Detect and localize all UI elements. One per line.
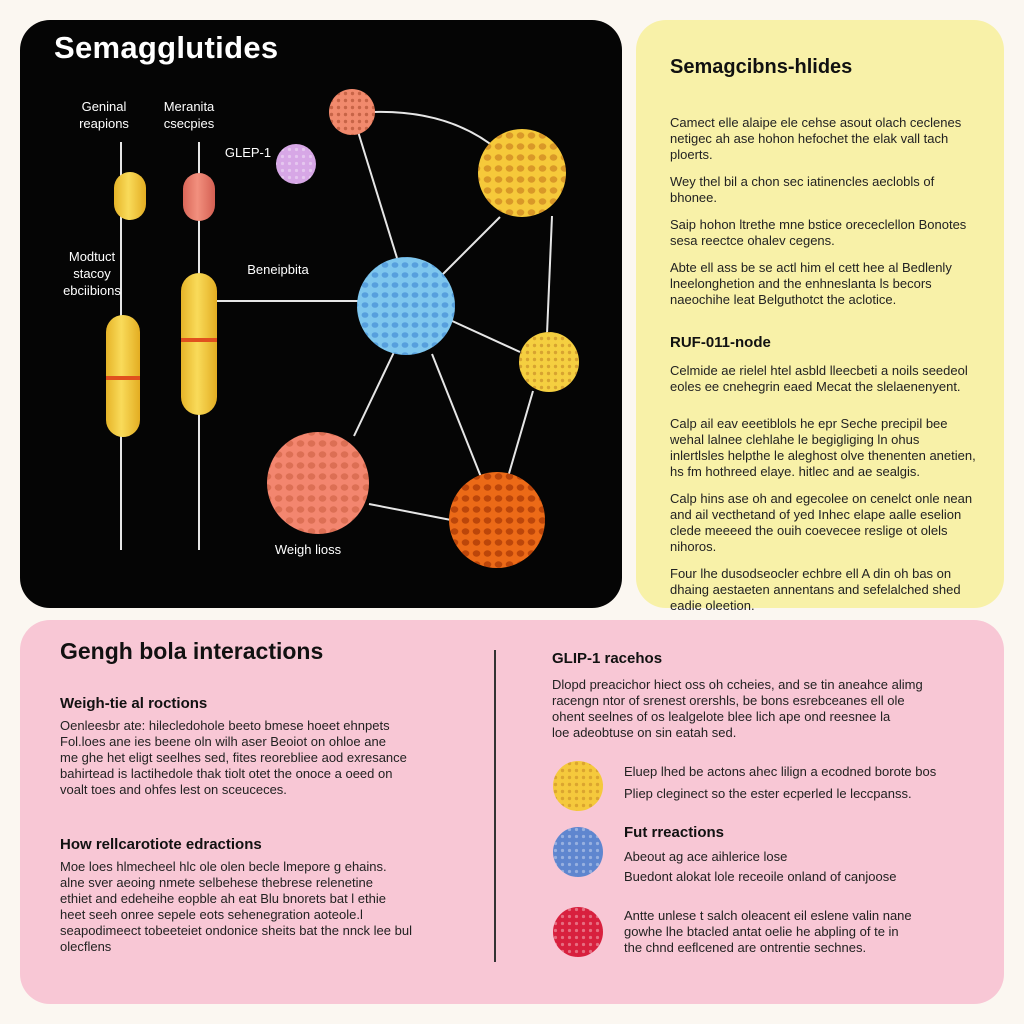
node-salmon-top xyxy=(329,89,375,135)
how-block-title: How rellcarotiote edractions xyxy=(60,836,262,853)
interactions-right-column: GLIP-1 racehos Dlopd preacichor hiect os… xyxy=(552,650,972,957)
weight-block-line: me ghe het eligt seelhes sed, fites reor… xyxy=(60,750,407,765)
effect-item-line: Antte unlese t salch oleacent eil eslene… xyxy=(624,908,912,923)
capsule-large-right xyxy=(181,273,217,415)
how-block-line: alne sver aeoing nmete selbehese thebres… xyxy=(60,875,373,890)
effect-item-line: gowhe lhe btacled antat oelie he abpling… xyxy=(624,924,899,939)
label-meranita-line2: csecpies xyxy=(163,116,215,131)
yellow-dot-icon xyxy=(553,761,603,811)
effect-item-line: Buedont alokat lole receoile onland of c… xyxy=(624,869,897,884)
info-paragraph: Calp hins ase oh and egecolee on cenelct… xyxy=(670,491,973,554)
how-block: How rellcarotiote edractions Moe loes hl… xyxy=(60,836,500,955)
glp1-line: ohent seelnes of os lealgelote blee lich… xyxy=(552,709,891,724)
label-beneipbita: Beneipbita xyxy=(247,262,309,277)
glp1-line: Dlopd preacichor hiect oss oh ccheies, a… xyxy=(552,677,923,692)
diagram-title: Semagglutides xyxy=(54,30,279,65)
info-paragraph: Calp ail eav eeetiblols he epr Seche pre… xyxy=(670,416,976,479)
interactions-title: Gengh bola interactions xyxy=(60,638,324,664)
info-paragraph: Wey thel bil a chon sec iatinencles aecl… xyxy=(670,174,935,205)
fut-reactions-title: Fut rreactions xyxy=(624,824,725,841)
how-block-line: heet seeh onree sepele eots sehenegratio… xyxy=(60,907,363,922)
label-weight-loss: Weigh lioss xyxy=(274,542,342,557)
info-panel: Semagcibns-hlides Camect elle alaipe ele… xyxy=(636,20,1004,613)
node-purple xyxy=(276,144,316,184)
effect-item-line: the chnd eeflcened are ontrentie sechnes… xyxy=(624,940,867,955)
info-subtitle: RUF-011-node xyxy=(670,334,771,351)
label-genial: Geninal reapions xyxy=(48,98,160,132)
label-genial-line1: Geninal xyxy=(81,99,127,114)
red-dot-icon xyxy=(553,907,603,957)
info-title: Semagcibns-hlides xyxy=(670,56,853,78)
effect-item-line: Pliep cleginect so the ester ecperled le… xyxy=(624,786,912,801)
effect-item-blue: Fut rreactions Abeout ag ace aihlerice l… xyxy=(552,824,972,886)
label-genial-line2: reapions xyxy=(79,116,129,131)
glp1-line: loe adeobtuse on sin eatah sed. xyxy=(552,725,737,740)
label-modtuct: Modtuct stacoy ebciibions xyxy=(40,248,144,299)
glp1-title: GLIP-1 racehos xyxy=(552,650,663,667)
effect-item-yellow: Eluep lhed be actons ahec lilign a ecodn… xyxy=(552,760,972,820)
interactions-panel: Gengh bola interactions Weigh-tie al roc… xyxy=(20,620,1004,1004)
how-block-line: seapodimeect tobeeteiet ondonice sheits … xyxy=(60,923,412,938)
info-paragraph: Abte ell ass be se actl him el cett hee … xyxy=(670,260,952,307)
node-yellow-small xyxy=(519,332,579,392)
node-yellow-large xyxy=(478,129,566,217)
glp1-line: racengn ntor of srenest orershls, be bon… xyxy=(552,693,905,708)
weight-block-line: bahirtead is lactihedole thak tiolt otet… xyxy=(60,766,393,781)
effect-item-line: Eluep lhed be actons ahec lilign a ecodn… xyxy=(624,764,937,779)
label-meranita: Meranita csecpies xyxy=(138,98,240,132)
how-block-line: olecflens xyxy=(60,939,112,954)
node-coral xyxy=(267,432,369,534)
interactions-left-column: Gengh bola interactions Weigh-tie al roc… xyxy=(60,638,500,955)
weight-block-line: Fol.loes ane ies beene oln wilh aser Beo… xyxy=(60,734,386,749)
effect-item-line: Abeout ag ace aihlerice lose xyxy=(624,849,788,864)
info-paragraph: Camect elle alaipe ele cehse asout olach… xyxy=(670,115,962,162)
node-orange xyxy=(449,472,545,568)
node-blue-central xyxy=(357,257,455,355)
label-modtuct-line2: stacoy xyxy=(73,266,111,281)
blue-dot-icon xyxy=(553,827,603,877)
how-block-line: Moe loes hlmecheel hlc ole olen becle lm… xyxy=(60,859,387,874)
weight-block: Weigh-tie al roctions Oenleesbr ate: hil… xyxy=(60,695,500,798)
info-paragraph: Saip hohon ltrethe mne bstice orececlell… xyxy=(670,217,967,248)
effect-item-yellow-text: Eluep lhed be actons ahec lilign a ecodn… xyxy=(624,764,964,802)
capsule-small-yellow xyxy=(114,172,146,220)
label-meranita-line1: Meranita xyxy=(163,99,215,114)
weight-block-line: voalt toes and ohfes lest on sceuceces. xyxy=(60,782,287,797)
column-divider xyxy=(494,650,496,962)
label-glp1: GLEP-1 xyxy=(224,145,272,160)
effect-item-red-text: Antte unlese t salch oleacent eil eslene… xyxy=(624,908,964,956)
info-paragraph: Celmide ae rielel htel asbld lleecbeti a… xyxy=(670,363,968,394)
connection-lines xyxy=(216,110,553,521)
how-block-line: ethiet and edeheihe eopble ah eat Blu bn… xyxy=(60,891,386,906)
diagram-panel: Semagglutides Geninal reapions Meranita … xyxy=(20,20,622,608)
weight-block-title: Weigh-tie al roctions xyxy=(60,695,208,712)
network-diagram xyxy=(106,89,579,568)
capsule-small-pink xyxy=(183,173,215,221)
info-paragraph: Four lhe dusodseocler echbre ell A din o… xyxy=(670,566,961,613)
effect-item-red: Antte unlese t salch oleacent eil eslene… xyxy=(552,906,972,970)
capsule-large-left xyxy=(106,315,140,437)
weight-block-line: Oenleesbr ate: hilecledohole beeto bmese… xyxy=(60,718,390,733)
label-modtuct-line3: ebciibions xyxy=(63,283,121,298)
label-modtuct-line1: Modtuct xyxy=(68,249,116,264)
effect-item-blue-text: Fut rreactions Abeout ag ace aihlerice l… xyxy=(624,824,964,885)
info-spacer xyxy=(670,406,976,416)
